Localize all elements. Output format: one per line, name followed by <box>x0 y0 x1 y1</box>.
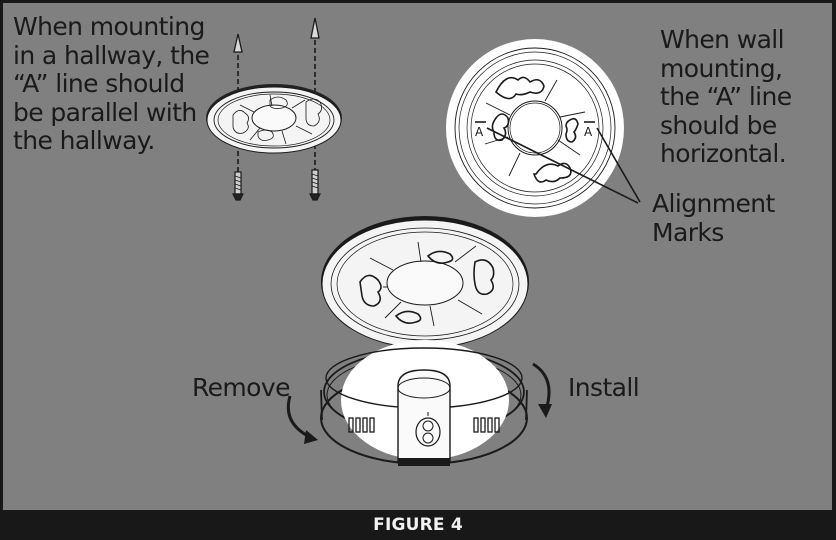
mounting-plate-icon <box>206 17 342 201</box>
figure-illustration: A A <box>206 17 641 466</box>
alignment-marks-label: Alignment Marks <box>652 189 775 247</box>
alignment-plate-icon: A A <box>446 39 641 217</box>
hallway-mounting-note: When mounting in a hallway, the “A” line… <box>13 12 210 155</box>
install-label: Install <box>568 373 640 402</box>
remove-label: Remove <box>192 373 290 402</box>
mark-left: A <box>475 125 484 139</box>
mark-right: A <box>584 125 593 139</box>
wall-mounting-note: When wall mounting, the “A” line should … <box>660 25 792 168</box>
smoke-detector-icon <box>286 216 552 466</box>
figure-caption-bar: FIGURE 4 <box>0 510 836 540</box>
figure-caption: FIGURE 4 <box>373 515 463 535</box>
